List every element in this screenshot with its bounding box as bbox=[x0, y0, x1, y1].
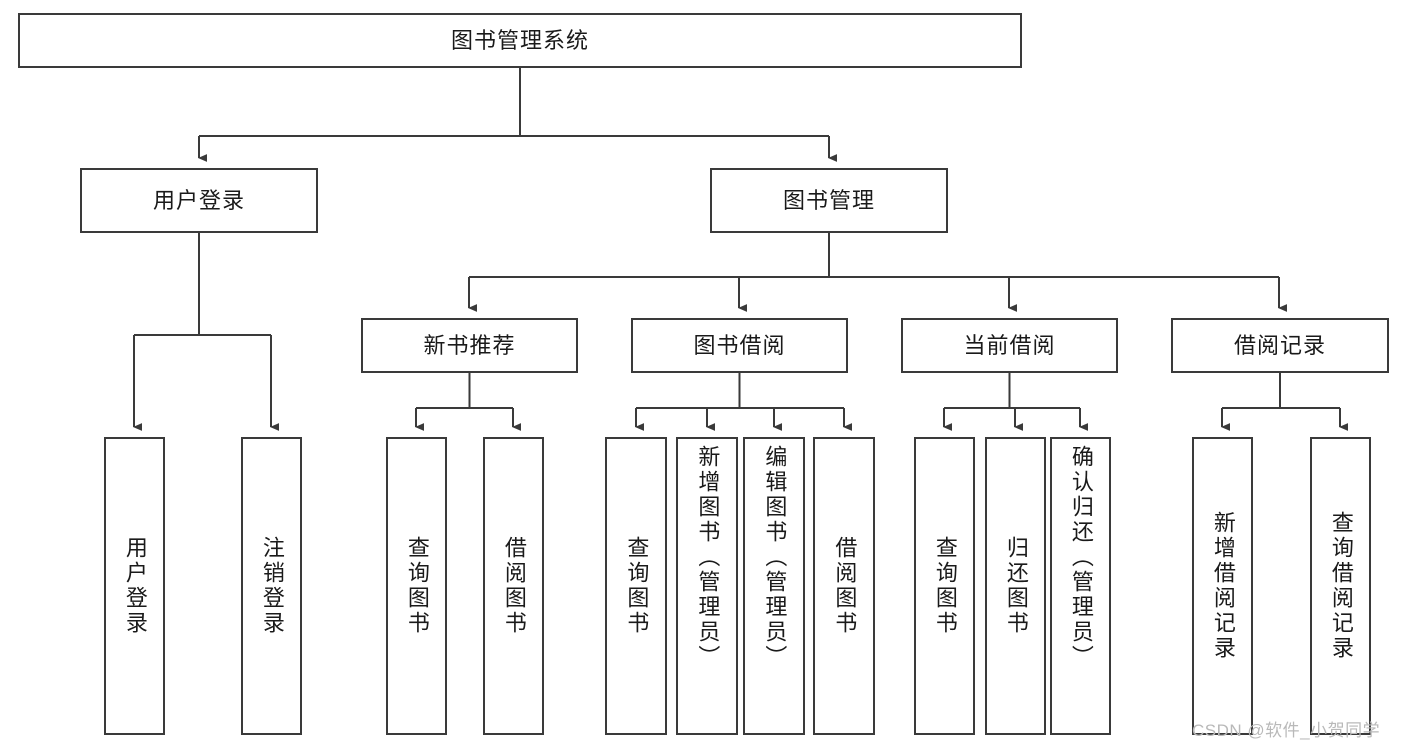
node-leaf-query-book-2[interactable]: 查询图书 bbox=[605, 437, 667, 735]
node-leaf-edit-book-label: 编辑图书（管理员） bbox=[762, 445, 788, 670]
node-leaf-add-record-label: 新增借阅记录 bbox=[1210, 511, 1236, 661]
node-new-book-recommend-label: 新书推荐 bbox=[423, 332, 516, 358]
node-leaf-edit-book[interactable]: 编辑图书（管理员） bbox=[743, 437, 805, 735]
node-leaf-query-book-1[interactable]: 查询图书 bbox=[386, 437, 447, 735]
node-leaf-borrow-book-1[interactable]: 借阅图书 bbox=[483, 437, 544, 735]
csdn-watermark: CSDN @软件_小贺同学 bbox=[1192, 721, 1381, 740]
node-leaf-logout-label: 注销登录 bbox=[259, 536, 285, 636]
node-leaf-query-book-3[interactable]: 查询图书 bbox=[914, 437, 975, 735]
node-current-borrow[interactable]: 当前借阅 bbox=[901, 318, 1118, 373]
node-leaf-confirm-return-label: 确认归还（管理员） bbox=[1068, 445, 1094, 670]
node-leaf-query-record-label: 查询借阅记录 bbox=[1328, 511, 1354, 661]
node-book-borrow[interactable]: 图书借阅 bbox=[631, 318, 848, 373]
node-leaf-query-book-1-label: 查询图书 bbox=[404, 536, 430, 636]
node-root[interactable]: 图书管理系统 bbox=[18, 13, 1022, 68]
node-new-book-recommend[interactable]: 新书推荐 bbox=[361, 318, 578, 373]
node-leaf-confirm-return[interactable]: 确认归还（管理员） bbox=[1050, 437, 1111, 735]
node-leaf-borrow-book-2[interactable]: 借阅图书 bbox=[813, 437, 875, 735]
node-book-manage[interactable]: 图书管理 bbox=[710, 168, 948, 233]
node-user-login[interactable]: 用户登录 bbox=[80, 168, 318, 233]
edge-paths bbox=[132, 68, 1348, 431]
node-user-login-label: 用户登录 bbox=[152, 187, 245, 213]
node-leaf-logout[interactable]: 注销登录 bbox=[241, 437, 302, 735]
node-leaf-borrow-book-2-label: 借阅图书 bbox=[832, 536, 858, 636]
node-leaf-query-record[interactable]: 查询借阅记录 bbox=[1310, 437, 1371, 735]
node-root-label: 图书管理系统 bbox=[450, 27, 589, 53]
node-leaf-user-login-label: 用户登录 bbox=[122, 536, 148, 636]
node-borrow-record[interactable]: 借阅记录 bbox=[1171, 318, 1389, 373]
node-leaf-add-book-label: 新增图书（管理员） bbox=[695, 445, 721, 670]
node-leaf-borrow-book-1-label: 借阅图书 bbox=[501, 536, 527, 636]
node-leaf-return-book-label: 归还图书 bbox=[1003, 536, 1029, 636]
node-leaf-return-book[interactable]: 归还图书 bbox=[985, 437, 1046, 735]
node-leaf-query-book-3-label: 查询图书 bbox=[932, 536, 958, 636]
node-leaf-user-login[interactable]: 用户登录 bbox=[104, 437, 165, 735]
node-book-manage-label: 图书管理 bbox=[782, 187, 875, 213]
node-leaf-add-book[interactable]: 新增图书（管理员） bbox=[676, 437, 738, 735]
node-leaf-query-book-2-label: 查询图书 bbox=[624, 536, 650, 636]
node-book-borrow-label: 图书借阅 bbox=[693, 332, 786, 358]
node-current-borrow-label: 当前借阅 bbox=[963, 332, 1056, 358]
node-leaf-add-record[interactable]: 新增借阅记录 bbox=[1192, 437, 1253, 735]
node-borrow-record-label: 借阅记录 bbox=[1233, 332, 1326, 358]
